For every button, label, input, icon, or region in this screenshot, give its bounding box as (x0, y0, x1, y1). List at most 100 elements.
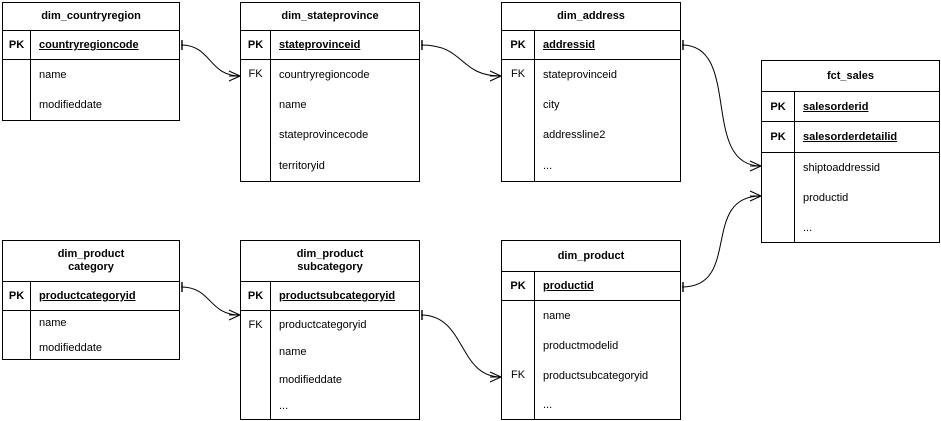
attribute-list: name modifieddate (31, 311, 179, 360)
relationship-line (681, 44, 762, 167)
attribute-name: name (279, 346, 307, 359)
attribute-row[interactable]: PK countryregioncode (3, 31, 179, 60)
key-label: FK (241, 60, 271, 181)
attribute-name: ... (543, 399, 553, 411)
attribute-row[interactable]: PK salesorderid (762, 92, 939, 122)
key-label (3, 311, 31, 360)
cardinality-many-marker (749, 190, 762, 202)
attribute-name: name (279, 99, 307, 111)
attribute-name: salesorderid (803, 100, 869, 113)
relationship-line (420, 314, 502, 378)
attribute-name: ... (279, 400, 289, 413)
relationship-stateprovince-to-address (420, 40, 502, 82)
attribute-row[interactable]: PK productid (502, 272, 680, 301)
key-label: PK (3, 31, 31, 59)
attribute-name: productcategoryid (279, 318, 367, 331)
attribute-row[interactable]: PK productsubcategoryid (241, 282, 419, 311)
attribute-name: ... (803, 222, 813, 234)
attribute-list: shiptoaddressid productid... (795, 153, 939, 243)
relationship-productcategory-to-subcategory (180, 282, 241, 321)
attribute-group[interactable]: name modifieddate (3, 311, 179, 360)
attribute-name: productid (543, 280, 594, 292)
key-label: PK (241, 282, 271, 310)
attribute-name: name (39, 317, 67, 330)
attribute-group[interactable]: FK stateprovinceid city addressline2... (502, 60, 680, 181)
attribute-row[interactable]: PK salesorderdetailid (762, 122, 939, 153)
attribute-group[interactable]: FK productcategoryid name modifieddate... (241, 311, 419, 419)
key-label: PK (502, 272, 535, 300)
attribute-name: salesorderdetailid (803, 131, 898, 143)
key-label: FK (502, 60, 535, 181)
attribute-list: stateprovinceid city addressline2... (535, 60, 680, 181)
cardinality-many-marker (489, 371, 502, 383)
key-label: PK (241, 31, 271, 59)
key-label (3, 60, 31, 120)
attribute-name: stateprovincecode (279, 129, 369, 141)
cardinality-many-marker (489, 70, 502, 82)
attribute-list: countryregioncode name stateprovincecode te… (271, 60, 419, 181)
entity-title-dim_stateprovince: dim_stateprovince (241, 3, 419, 31)
attribute-name: name (39, 69, 67, 81)
cardinality-many-marker (228, 309, 241, 321)
key-label: PK (762, 92, 795, 121)
attribute-name: productid (803, 192, 849, 204)
key-label: FK (502, 301, 535, 419)
attribute-name: addressid (543, 39, 595, 51)
attribute-name: modifieddate (279, 373, 342, 386)
key-label: PK (3, 282, 31, 310)
attribute-name: city (543, 99, 560, 111)
cardinality-many-marker (228, 70, 241, 82)
attribute-name: countryregioncode (279, 69, 370, 81)
relationship-line (420, 44, 502, 77)
entity-title-dim_productsubcategory: dim_product subcategory (241, 241, 419, 282)
attribute-name: productcategoryid (39, 290, 136, 302)
attribute-group[interactable]: name modifieddate (3, 60, 179, 120)
attribute-name: addressline2 (543, 129, 606, 141)
attribute-name: territoryid (279, 159, 325, 172)
entity-title-dim_address: dim_address (502, 3, 680, 31)
attribute-name: stateprovinceid (543, 69, 617, 81)
entity-title-dim_product: dim_product (502, 241, 680, 272)
relationship-countryregion-to-stateprovince (180, 40, 241, 82)
attribute-name: ... (543, 159, 553, 172)
cardinality-many-marker (749, 160, 762, 172)
key-label (762, 153, 795, 243)
relationship-subcategory-to-product (420, 310, 502, 383)
entity-title-fct_sales: fct_sales (762, 61, 939, 92)
attribute-name: modifieddate (39, 341, 102, 354)
relationship-line (681, 195, 762, 288)
key-label: FK (241, 311, 271, 419)
relationship-address-to-fctsales (681, 40, 762, 172)
attribute-name: productsubcategoryid (279, 290, 396, 302)
relationship-product-to-fctsales (681, 190, 762, 292)
attribute-group[interactable]: FK countryregioncode name stateprovincecode… (241, 60, 419, 181)
attribute-name: countryregioncode (39, 39, 139, 51)
relationship-line (180, 44, 241, 77)
key-label: PK (762, 122, 795, 152)
attribute-group[interactable]: shiptoaddressid productid... (762, 153, 939, 243)
attribute-row[interactable]: PK addressid (502, 31, 680, 60)
attribute-list: name modifieddate (31, 60, 179, 120)
attribute-name: shiptoaddressid (803, 162, 881, 174)
attribute-name: modifieddate (39, 99, 102, 111)
attribute-name: stateprovinceid (279, 39, 361, 51)
entity-title-dim_productcategory: dim_product category (3, 241, 179, 282)
attribute-name: name (543, 310, 571, 322)
attribute-row[interactable]: PK productcategoryid (3, 282, 179, 311)
entity-title-dim_countryregion: dim_countryregion (3, 3, 179, 31)
attribute-row[interactable]: PK stateprovinceid (241, 31, 419, 60)
relationship-line (180, 286, 241, 316)
key-label: PK (502, 31, 535, 59)
attribute-name: productmodelid (543, 340, 619, 352)
attribute-list: productcategoryid name modifieddate... (271, 311, 419, 419)
